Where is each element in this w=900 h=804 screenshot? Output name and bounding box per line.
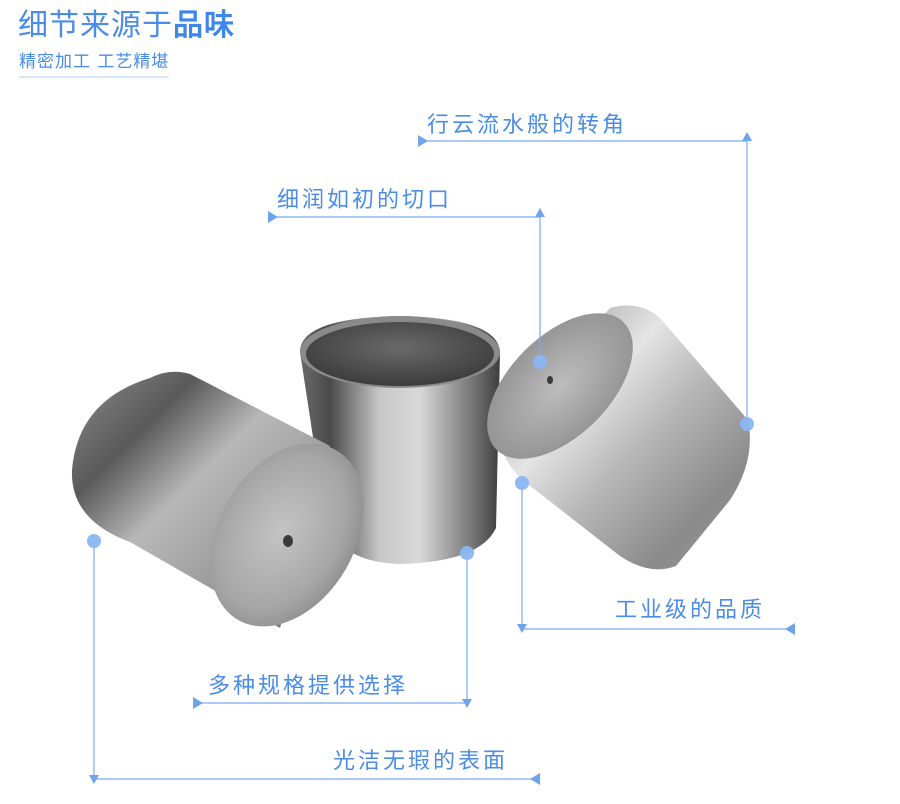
arrow-icon — [418, 135, 428, 147]
callout-label-corner: 行云流水般的转角 — [427, 113, 628, 138]
hotspot-dot — [740, 417, 754, 431]
hotspot-dot — [460, 546, 474, 560]
arrow-icon — [517, 624, 527, 633]
arrow-icon — [268, 211, 278, 223]
title-bold: 品味 — [173, 8, 235, 43]
page-title: 细节来源于品味 — [18, 6, 235, 46]
arrow-icon — [193, 697, 203, 709]
arrow-icon — [89, 775, 99, 784]
arrow-icon — [462, 699, 472, 708]
arrow-icon — [742, 132, 752, 141]
hotspot-dot — [515, 476, 529, 490]
arrow-icon — [530, 773, 540, 785]
page-subtitle: 精密加工 工艺精堪 — [19, 50, 170, 78]
left-cap — [71, 371, 364, 628]
callout-label-cut: 细润如初的切口 — [277, 188, 453, 213]
title-regular: 细节来源于 — [18, 8, 173, 43]
arrow-icon — [535, 208, 545, 217]
hotspot-dot — [533, 355, 547, 369]
callout-label-quality: 工业级的品质 — [615, 598, 766, 623]
callout-label-surface: 光洁无瑕的表面 — [333, 749, 509, 774]
callout-label-sizes: 多种规格提供选择 — [208, 674, 409, 699]
hotspot-dot — [87, 534, 101, 548]
arrow-icon — [785, 623, 795, 635]
right-cap — [487, 305, 750, 570]
